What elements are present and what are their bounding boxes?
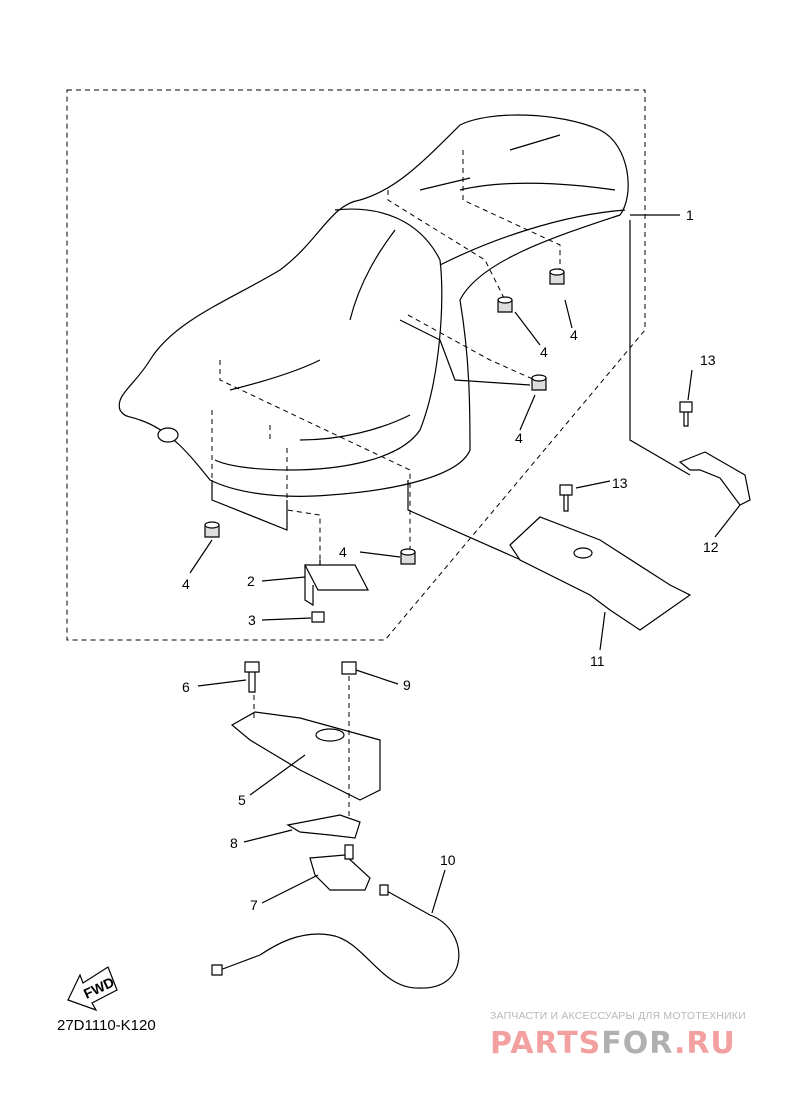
seat-plate	[509, 516, 692, 631]
callout-7[interactable]: 7	[250, 897, 258, 913]
watermark-brand-part: .RU	[673, 1026, 736, 1061]
grommet	[204, 521, 220, 538]
seat-assembly	[118, 114, 629, 497]
bolt	[559, 484, 573, 512]
hook-bracket	[678, 451, 751, 506]
nut	[341, 661, 357, 675]
callout-3[interactable]: 3	[248, 612, 256, 628]
grommet	[497, 296, 513, 313]
callout-4[interactable]: 4	[540, 344, 548, 360]
callout-9[interactable]: 9	[403, 677, 411, 693]
bolt	[679, 401, 693, 427]
callout-4[interactable]: 4	[182, 576, 190, 592]
callout-13[interactable]: 13	[700, 352, 716, 368]
watermark-brand-part: PARTS	[490, 1026, 602, 1061]
callout-11[interactable]: 11	[590, 653, 605, 669]
callout-4[interactable]: 4	[515, 430, 523, 446]
watermark-logo: PARTSFOR.RU	[490, 1026, 736, 1061]
callout-8[interactable]: 8	[230, 835, 238, 851]
callout-2[interactable]: 2	[247, 573, 255, 589]
nut	[311, 611, 325, 623]
callout-5[interactable]: 5	[238, 792, 246, 808]
callout-12[interactable]: 12	[703, 539, 719, 555]
diagram-code: 27D1110-K120	[57, 1017, 156, 1034]
lock-plate	[230, 711, 381, 801]
hook	[286, 814, 361, 839]
grommet	[531, 374, 547, 391]
bracket	[304, 564, 369, 607]
watermark-tagline: ЗАПЧАСТИ И АКСЕССУАРЫ ДЛЯ МОТОТЕХНИКИ	[490, 1010, 746, 1022]
bolt	[244, 661, 260, 693]
callout-1[interactable]: 1	[686, 207, 694, 223]
callout-10[interactable]: 10	[440, 852, 456, 868]
assembly-boundary	[66, 89, 646, 641]
seat-lock	[309, 854, 371, 891]
callout-4[interactable]: 4	[570, 327, 578, 343]
lock-cable	[219, 889, 460, 989]
callout-4[interactable]: 4	[339, 544, 347, 560]
grommet	[549, 268, 565, 285]
callout-6[interactable]: 6	[182, 679, 190, 695]
grommet	[400, 548, 416, 565]
fwd-arrow-icon: FWD	[67, 966, 118, 1012]
watermark-brand-part: FOR	[601, 1026, 674, 1061]
callout-13[interactable]: 13	[612, 475, 628, 491]
